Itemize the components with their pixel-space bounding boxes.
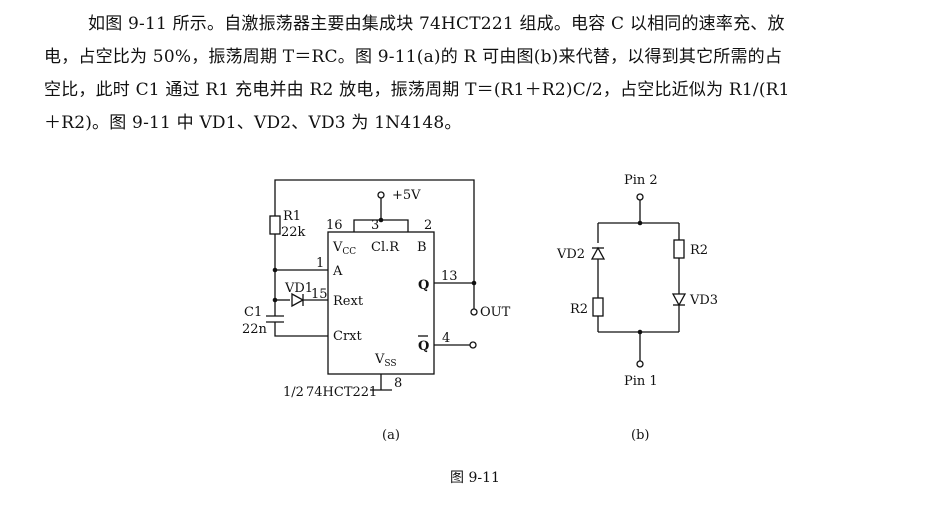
junction-dot	[378, 217, 384, 223]
r1-name-label: R1	[283, 209, 301, 224]
ic-fraction-label: 1/2	[283, 385, 304, 400]
r2-right-resistor	[673, 239, 685, 259]
figure-caption: 图 9-11	[450, 470, 500, 486]
paragraph-line-2: 电，占空比为 50%，振荡周期 T＝RC。图 9-11(a)的 R 可由图(b)…	[44, 47, 783, 67]
c1-to-crxt-wire	[274, 322, 328, 337]
r1-value-label: 22k	[281, 225, 306, 240]
r2-right-label: R2	[690, 243, 708, 258]
pin13-label: 13	[441, 269, 458, 284]
junction-dot	[272, 297, 278, 303]
paragraph-line-4: ＋R2)。图 9-11 中 VD1、VD2、VD3 为 1N4148。	[44, 113, 462, 133]
pin1-label: 1	[316, 256, 324, 271]
clr-pin-label: Cl.R	[371, 240, 400, 255]
vd3-label: VD3	[689, 293, 718, 308]
subfigure-b-label: (b)	[631, 428, 649, 443]
cext-pin-label: Crxt	[333, 329, 362, 344]
vd1-diode	[291, 292, 305, 308]
paragraph-line-3: 空比，此时 C1 通过 R1 充电并由 R2 放电，振荡周期 T＝(R1＋R2)…	[44, 80, 790, 100]
description-paragraph: 如图 9-11 所示。自激振荡器主要由集成块 74HCT221 组成。电容 C …	[44, 8, 920, 140]
pin15-label: 15	[311, 287, 328, 302]
circuit-a	[266, 179, 478, 391]
r2-left-label: R2	[570, 302, 588, 317]
pin8-label: 8	[394, 376, 402, 391]
circuit-b-labels: Pin 2 Pin 1 VD2 VD3 R2 R2 (b)	[556, 173, 718, 443]
circuit-b-junctions	[637, 220, 643, 335]
pin3-label: 3	[371, 218, 379, 233]
circuit-a-labels: +5V R1 22k C1 22n VD1 16 3 2 1 15 13 4 8…	[242, 188, 511, 443]
junction-dot	[272, 267, 278, 273]
pin-bottom-label: Pin 1	[624, 374, 658, 389]
vd1-label: VD1	[284, 281, 313, 296]
subfigure-a-label: (a)	[382, 428, 400, 443]
vcc-label: VCC	[332, 240, 356, 257]
circuit-b	[590, 193, 687, 368]
vd2-diode	[590, 246, 606, 260]
circuit-a-junctions	[272, 217, 477, 303]
vss-label: VSS	[374, 352, 397, 369]
pin2-terminal	[636, 193, 644, 201]
c1-name-label: C1	[244, 305, 262, 320]
out-terminal	[470, 308, 478, 316]
b-pin-label: B	[417, 240, 427, 255]
junction-dot	[637, 220, 643, 226]
qbar-pin-label: Q	[418, 339, 429, 354]
vd3-diode	[671, 293, 687, 307]
q-pin-label: Q	[418, 278, 429, 293]
feedback-wire	[274, 179, 475, 309]
pin2-label: 2	[424, 218, 432, 233]
supply-terminal	[377, 191, 385, 199]
pin-top-label: Pin 2	[624, 173, 658, 188]
vd2-label: VD2	[556, 247, 585, 262]
supply-label: +5V	[392, 188, 421, 203]
junction-dot	[471, 280, 477, 286]
qbar-terminal	[469, 341, 477, 349]
pin16-label: 16	[326, 218, 343, 233]
rext-pin-label: Rext	[333, 294, 364, 309]
out-label: OUT	[480, 305, 511, 320]
paragraph-line-1: 如图 9-11 所示。自激振荡器主要由集成块 74HCT221 组成。电容 C …	[88, 14, 785, 34]
c1-value-label: 22n	[242, 322, 268, 337]
pin1-terminal	[636, 360, 644, 368]
r2-left-resistor	[592, 297, 604, 317]
a-pin-label: A	[332, 264, 343, 279]
junction-dot	[637, 329, 643, 335]
ic-part-label: 74HCT221	[306, 385, 377, 400]
r1-resistor	[269, 215, 281, 235]
pin4-label: 4	[442, 331, 450, 346]
